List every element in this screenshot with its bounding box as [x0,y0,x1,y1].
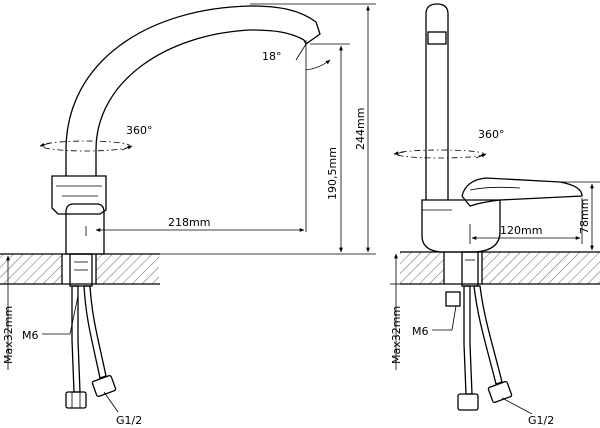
right-height-dimension: 78mm [560,181,600,251]
left-view: 360° 18° 218mm 190,5mm 244mm [0,3,376,427]
right-reach-dimension: 120mm [469,198,583,244]
left-stud-label: M6 [22,329,39,342]
left-reach-label: 218mm [168,216,210,229]
right-height-label: 78mm [578,199,591,234]
right-faucet-body [421,3,583,287]
right-thickness-label: Max32mm [390,306,403,364]
right-thickness-dimension: Max32mm [390,253,403,370]
left-total-height-dimension: 244mm [160,3,376,255]
right-hose-label: G1/2 [528,414,554,427]
left-spout-angle-label: 18° [262,50,282,63]
left-thickness-label: Max32mm [2,306,15,364]
left-hose-label: G1/2 [116,414,142,427]
left-faucet-body [51,5,321,287]
left-rotation-label: 360° [126,124,153,137]
left-thickness-dimension: Max32mm [2,255,15,370]
right-rotation-label: 360° [478,128,505,141]
right-stud-callout: M6 [412,305,457,338]
right-rotation-indicator: 360° [393,128,505,159]
left-hoses [65,285,117,409]
left-countertop [0,253,160,285]
left-hose-callout: G1/2 [103,391,142,427]
left-spout-height-dimension: 190,5mm [310,43,350,253]
left-stud-callout: M6 [22,295,79,342]
right-hoses [445,285,513,411]
left-spout-angle: 18° [262,40,331,72]
right-view: 360° 120mm 78mm Max32mm [390,3,600,427]
right-countertop [400,251,600,285]
right-stud-label: M6 [412,325,429,338]
left-reach-dimension: 218mm [85,72,307,236]
right-reach-label: 120mm [500,224,542,237]
left-total-height-label: 244mm [354,108,367,150]
left-spout-height-label: 190,5mm [326,147,339,200]
right-hose-callout: G1/2 [501,397,554,427]
left-rotation-indicator: 360° [39,124,153,152]
